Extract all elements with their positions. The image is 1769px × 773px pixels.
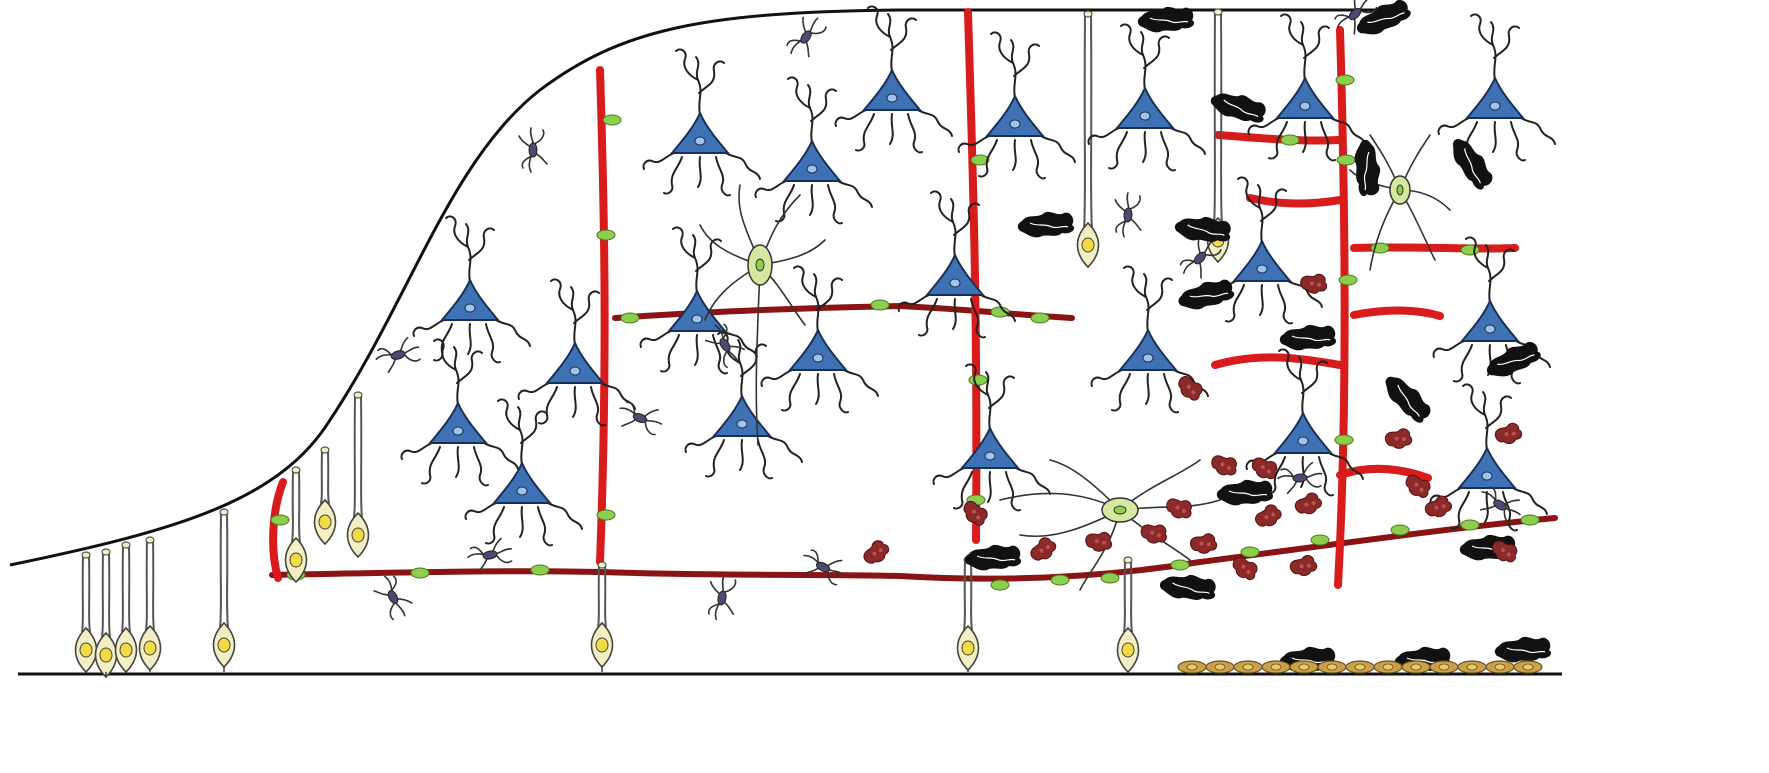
black-cells (965, 0, 1551, 672)
immune-cell-icon (1164, 497, 1193, 521)
radial-glia-icon (592, 562, 613, 672)
pyramidal-neuron-icon (1438, 14, 1555, 160)
pyramidal-neuron-icon (835, 6, 952, 152)
black-cell-icon (1176, 278, 1236, 313)
immune-cell-icon (1288, 553, 1318, 579)
pericyte-icon (1521, 515, 1539, 525)
pericyte-icon (1171, 560, 1189, 570)
radial-glia-icon (76, 552, 97, 672)
pericyte-icon (1339, 275, 1357, 285)
pericyte-icon (1101, 573, 1119, 583)
basal-cell-icon (1262, 661, 1290, 673)
immune-cell-icon (1252, 502, 1284, 532)
immune-cell-icon (1189, 533, 1218, 556)
immune-cell-icon (1140, 523, 1167, 544)
pial-surface-curve (10, 10, 1380, 565)
pericyte-icon (1461, 245, 1479, 255)
pyramidal-neuron-icon (755, 77, 872, 223)
black-cell-icon (1280, 325, 1336, 351)
microglia-icon (614, 397, 665, 439)
pericyte-icon (1281, 135, 1299, 145)
pericyte-icon (969, 375, 987, 385)
black-cell-icon (1207, 85, 1269, 128)
microglia-icon (371, 571, 416, 623)
radial-glia-icon (96, 549, 117, 677)
pyramidal-neuron-icon (685, 332, 802, 478)
immune-cell-icon (1085, 532, 1112, 552)
basal-cell-icon (1178, 661, 1206, 673)
basal-cell-icon (1402, 661, 1430, 673)
pericyte-icon (1335, 435, 1353, 445)
black-cell-icon (1446, 132, 1496, 194)
pericyte-icon (991, 580, 1009, 590)
black-cell-icon (1018, 212, 1074, 238)
pyramidal-neuron-icon (643, 49, 760, 195)
immune-cell-icon (1174, 373, 1206, 403)
microglia-icon (373, 335, 423, 374)
pericytes (271, 75, 1539, 590)
pericyte-icon (597, 510, 615, 520)
basal-cell-icon (1374, 661, 1402, 673)
radial-glia-icon (116, 542, 137, 672)
immune-cell-icon (1209, 454, 1238, 478)
pericyte-icon (871, 300, 889, 310)
black-cell-icon (1217, 480, 1273, 506)
pericyte-icon (1051, 575, 1069, 585)
microglia-icon (519, 128, 547, 172)
immune-cell-icon (1493, 421, 1523, 447)
pyramidal-neuron-icon (518, 279, 635, 425)
pericyte-icon (603, 115, 621, 125)
radial-glia-icon (214, 509, 235, 672)
basal-cell-icon (1318, 661, 1346, 673)
pericyte-icon (531, 565, 549, 575)
pyramidal-neuron-icon (933, 364, 1050, 510)
immune-cell-icon (1384, 427, 1413, 451)
immune-cells (861, 274, 1524, 583)
immune-cell-icon (1293, 490, 1324, 518)
pericyte-icon (271, 515, 289, 525)
microglia-icon (797, 545, 849, 589)
basal-cell-row (1178, 661, 1542, 673)
pericyte-icon (1241, 547, 1259, 557)
microglia-icon (1277, 462, 1324, 494)
basal-cell-icon (1206, 661, 1234, 673)
pericyte-icon (411, 568, 429, 578)
basal-cell-icon (1430, 661, 1458, 673)
basal-cell-icon (1514, 661, 1542, 673)
immune-cell-icon (1028, 534, 1059, 565)
radial-glia-icon (140, 537, 161, 672)
black-cell-icon (1379, 368, 1435, 428)
pericyte-icon (1391, 525, 1409, 535)
pericyte-icon (1311, 535, 1329, 545)
basal-cell-icon (1290, 661, 1318, 673)
radial-glia-icon (315, 447, 336, 544)
astrocyte-icon (700, 185, 825, 445)
pyramidal-neuron-icon (465, 399, 582, 545)
pericyte-icon (1031, 313, 1049, 323)
basal-cell-icon (1234, 661, 1262, 673)
basal-cell-icon (1486, 661, 1514, 673)
basal-cell-icon (1346, 661, 1374, 673)
black-cell-icon (1355, 140, 1381, 196)
black-cell-icon (1495, 637, 1551, 663)
pericyte-icon (1336, 75, 1354, 85)
pericyte-icon (1337, 155, 1355, 165)
microglia-icon (1112, 192, 1144, 238)
microglia-icon (704, 574, 739, 622)
radial-glia-icon (348, 392, 369, 557)
black-cell-icon (965, 545, 1021, 571)
pyramidal-neuron-icon (1088, 24, 1205, 170)
radial-glia-icon (958, 557, 979, 672)
immune-cell-icon (1300, 274, 1327, 294)
immune-cell-icon (1423, 493, 1454, 521)
pericyte-icon (621, 313, 639, 323)
pericyte-icon (597, 230, 615, 240)
basal-cell-icon (1458, 661, 1486, 673)
black-cell-icon (1158, 570, 1218, 605)
radial-glia-icon (286, 467, 307, 582)
pericyte-icon (1461, 520, 1479, 530)
immune-cell-icon (861, 537, 892, 568)
microglia-icon (782, 11, 831, 63)
